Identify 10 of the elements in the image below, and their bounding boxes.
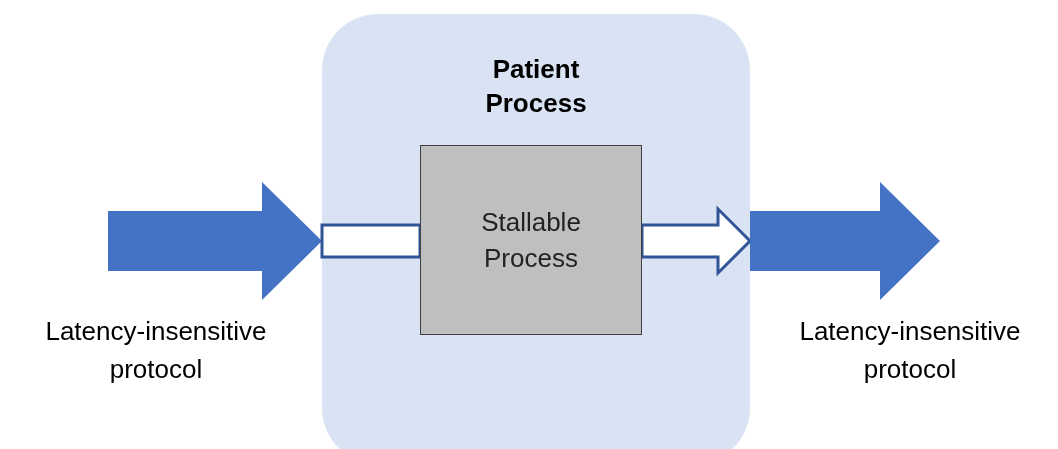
process-label: Stallable Process (480, 206, 582, 275)
protocol-label: Latency-insensitive protocol (44, 315, 268, 386)
hollow-arrow (640, 205, 753, 277)
process-band (322, 14, 750, 449)
hollow-arrow (320, 223, 422, 259)
process-heading: Patient Process (484, 53, 588, 120)
protocol-label: Latency-insensitive protocol (798, 315, 1022, 386)
block-arrow (750, 182, 940, 300)
block-arrow (108, 182, 322, 300)
process-box (420, 145, 642, 335)
